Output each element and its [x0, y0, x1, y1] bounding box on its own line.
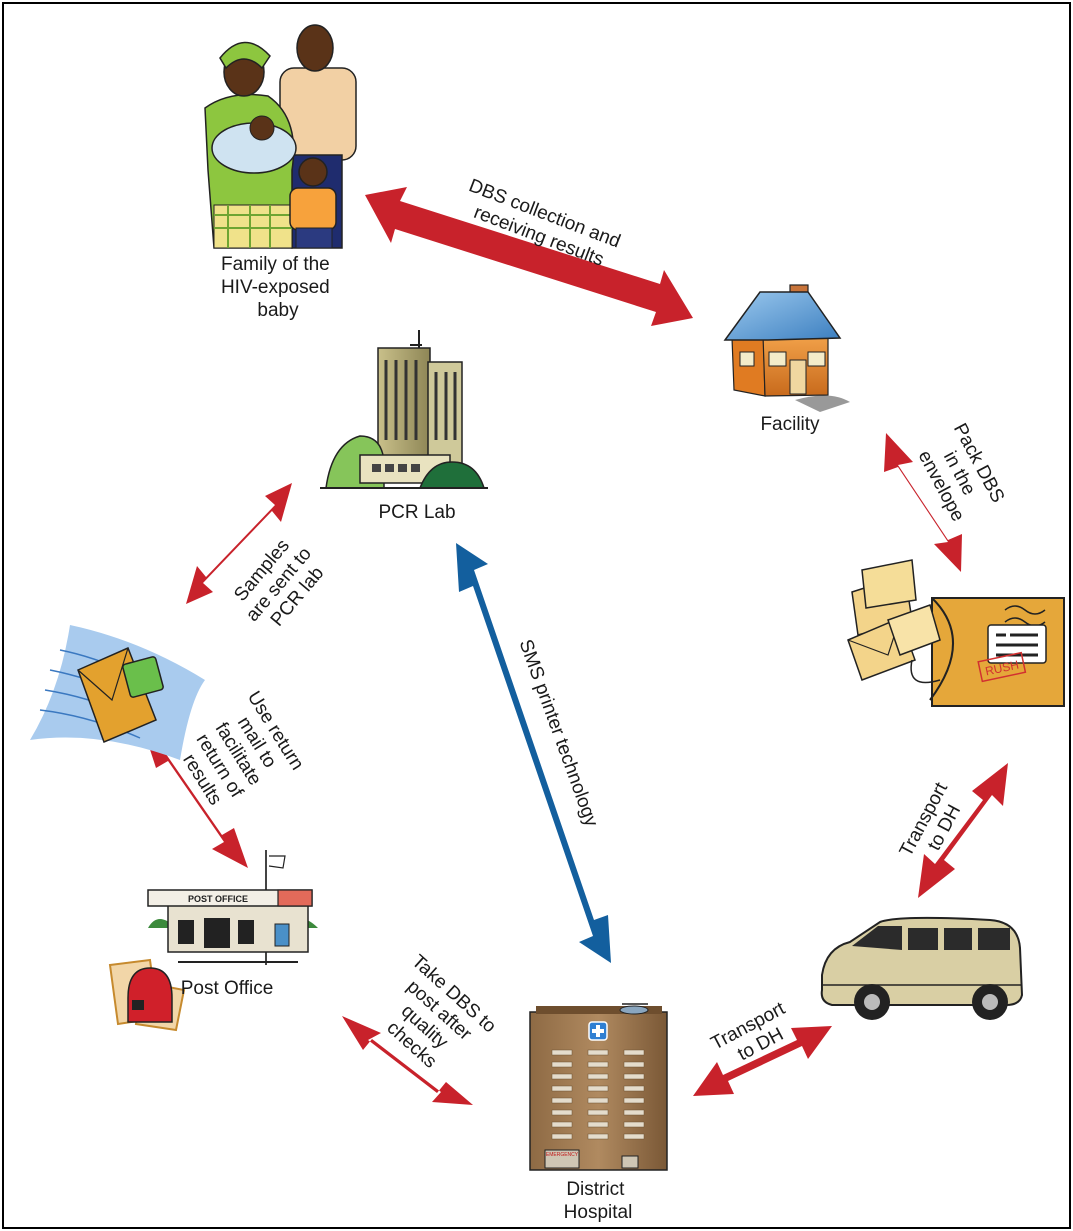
node-label-post-office: Post Office [181, 978, 274, 999]
arrow-van-hospital [693, 1026, 832, 1096]
envelopes-package-icon: RUSH [847, 559, 1065, 707]
arrow-hospital-postoffice [342, 1016, 473, 1105]
return-mail-envelope-icon [30, 625, 205, 760]
node-label-district-hospital: District Hospital [564, 1179, 633, 1223]
emergency-sign: EMERGENCY [546, 1152, 579, 1158]
pcr-lab-building-icon [320, 330, 488, 489]
arrow-facility-envelopes [884, 433, 962, 572]
edge-label-hospital-postoffice: Take DBS to post after quality checks [363, 951, 504, 1090]
transport-van-icon [820, 916, 1024, 1020]
edge-label-facility-envelopes: Pack DBS in the envelope [910, 420, 1011, 532]
family-illustration [204, 24, 357, 249]
node-label-family: Family of the HIV-exposed baby [221, 254, 335, 321]
edge-label-postoffice-mail: Use return mail to facilitate return of … [168, 688, 310, 825]
post-office-building-icon: POST OFFICE [108, 850, 318, 1032]
facility-house-icon [723, 284, 850, 412]
arrow-family-facility [365, 187, 693, 326]
node-label-facility: Facility [760, 414, 820, 435]
post-office-sign: POST OFFICE [188, 894, 248, 904]
edge-label-envelopes-van: Transport to DH [896, 775, 974, 871]
arrows [143, 187, 1008, 1105]
arrow-envelopes-van [918, 763, 1008, 898]
rush-stamp: RUSH [984, 658, 1020, 679]
arrow-mail-lab [186, 483, 292, 604]
edge-label-mail-lab: Samples are sent to PCR lab [225, 525, 336, 640]
arrow-lab-hospital [456, 543, 611, 963]
node-label-pcr-lab: PCR Lab [378, 502, 455, 523]
edge-labels: DBS collection and receiving results Pac… [168, 175, 1011, 1090]
arrow-postoffice-mail [143, 728, 248, 868]
district-hospital-building-icon: EMERGENCY [529, 1003, 668, 1171]
